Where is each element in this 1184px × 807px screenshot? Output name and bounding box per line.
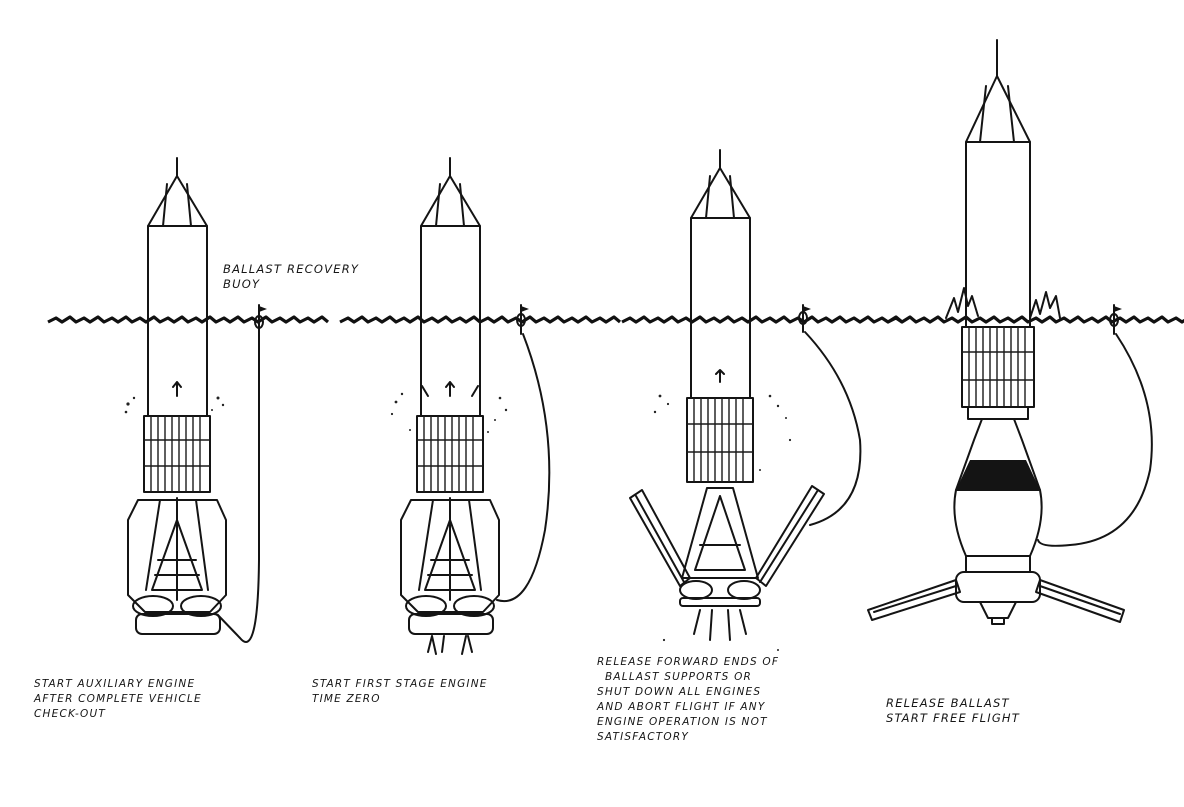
stage-3-caption-line: BALLAST SUPPORTS OR	[605, 671, 753, 683]
stage-1-water-surface	[47, 315, 330, 324]
ballast-recovery-buoy-label: BALLAST RECOVERY BUOY	[223, 262, 359, 292]
stage-3-recovery-buoy	[798, 304, 862, 526]
stage-3-caption-line: AND ABORT FLIGHT IF ANY	[597, 701, 766, 713]
stage-4-vehicle	[867, 39, 1184, 625]
stage-4-caption-heading: RELEASE BALLAST	[886, 696, 1010, 710]
stage-3-right-ballast-support	[755, 485, 825, 587]
stage-4-caption-line: START FREE FLIGHT	[886, 711, 1020, 725]
stage-4-ballast-body	[953, 489, 1043, 557]
stage-4-caption: RELEASE BALLAST START FREE FLIGHT	[886, 696, 1020, 726]
stage-4-nose-cone	[965, 75, 1031, 143]
stage-1-caption-line: AFTER COMPLETE VEHICLE	[34, 693, 202, 705]
stage-2-ballast-cage	[400, 499, 500, 613]
stage-2-grid-section	[416, 415, 484, 493]
stage-4-body	[965, 141, 1031, 328]
stage-3-vehicle	[621, 149, 904, 651]
stage-2-nose-cone	[420, 175, 481, 227]
stage-3-engine-cone	[681, 487, 759, 579]
stage-4-right-ballast-support	[1035, 579, 1125, 623]
stage-1-caption: START AUXILIARY ENGINE AFTER COMPLETE VE…	[34, 677, 202, 722]
stage-1-nose-cone	[147, 175, 208, 227]
stage-3-caption-line: RELEASE FORWARD ENDS OF	[597, 656, 780, 668]
stage-2-recovery-buoy	[496, 304, 551, 603]
stage-3-caption-line: SATISFACTORY	[597, 731, 689, 743]
stage-3-water-surface	[621, 315, 904, 324]
stage-3-caption-line: ENGINE OPERATION IS NOT	[597, 716, 768, 728]
stage-1-recovery-buoy	[216, 304, 267, 643]
stage-1-ballast-cage	[127, 499, 227, 613]
stage-3-caption-line: SHUT DOWN ALL ENGINES	[597, 686, 762, 698]
stage-3-nose-cone	[690, 167, 751, 219]
stage-3-grid-section	[686, 397, 754, 483]
stage-4-water-splash	[945, 287, 1061, 319]
stage-1-grid-section	[143, 415, 211, 493]
stage-4-water-surface	[887, 315, 1184, 324]
stage-4-grid-section	[961, 326, 1035, 408]
stage-1-vehicle	[47, 157, 330, 643]
stage-2-caption-line: TIME ZERO	[312, 693, 381, 705]
callout-line-1: BALLAST RECOVERY	[223, 262, 360, 276]
stage-2-caption-heading: START FIRST STAGE ENGINE	[312, 678, 488, 690]
stage-4-recovery-buoy	[1037, 304, 1153, 547]
stage-1-caption-line: CHECK-OUT	[34, 708, 106, 720]
stage-2-vehicle	[339, 157, 622, 655]
stage-3-caption: RELEASE FORWARD ENDS OF BALLAST SUPPORTS…	[597, 655, 779, 745]
stage-4-left-ballast-support	[867, 579, 961, 621]
callout-line-2: BUOY	[223, 277, 261, 291]
stage-2-caption: START FIRST STAGE ENGINE TIME ZERO	[312, 677, 488, 707]
stage-1-caption-heading: START AUXILIARY ENGINE	[34, 678, 196, 690]
